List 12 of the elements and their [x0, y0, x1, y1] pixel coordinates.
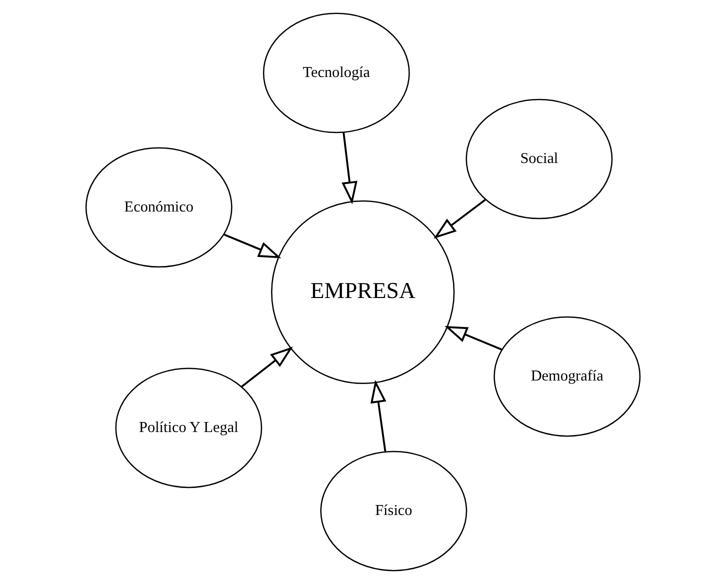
arrow [444, 326, 502, 351]
arrow [240, 346, 292, 388]
node-ellipse: Político Y Legal [114, 368, 262, 488]
node-ellipse: Físico [320, 450, 467, 572]
arrow [341, 132, 357, 204]
arrow [370, 380, 386, 452]
node-ellipse: Tecnología [262, 12, 410, 134]
node-ellipse: Económico [84, 147, 232, 268]
arrow [223, 234, 281, 258]
node-ellipse: Demografía [493, 316, 640, 437]
arrow [433, 198, 486, 239]
node-ellipse: Social [465, 98, 612, 220]
